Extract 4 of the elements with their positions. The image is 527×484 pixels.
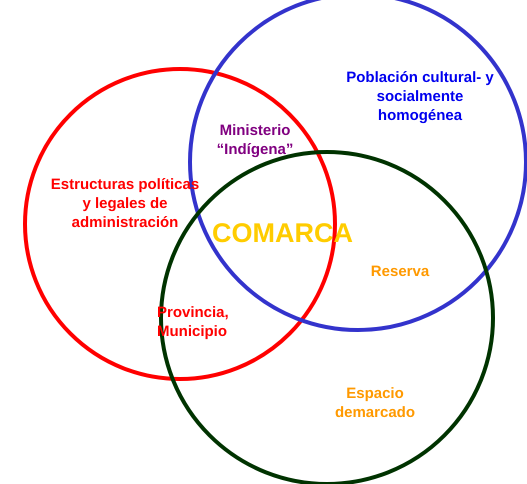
circle-label: Espacio demarcado (334, 384, 416, 422)
overlap-label: Reserva (370, 262, 430, 281)
circle-label: Población cultural- y socialmente homogénea (345, 68, 495, 125)
overlap-label: Ministerio “Indígena” (216, 121, 294, 159)
